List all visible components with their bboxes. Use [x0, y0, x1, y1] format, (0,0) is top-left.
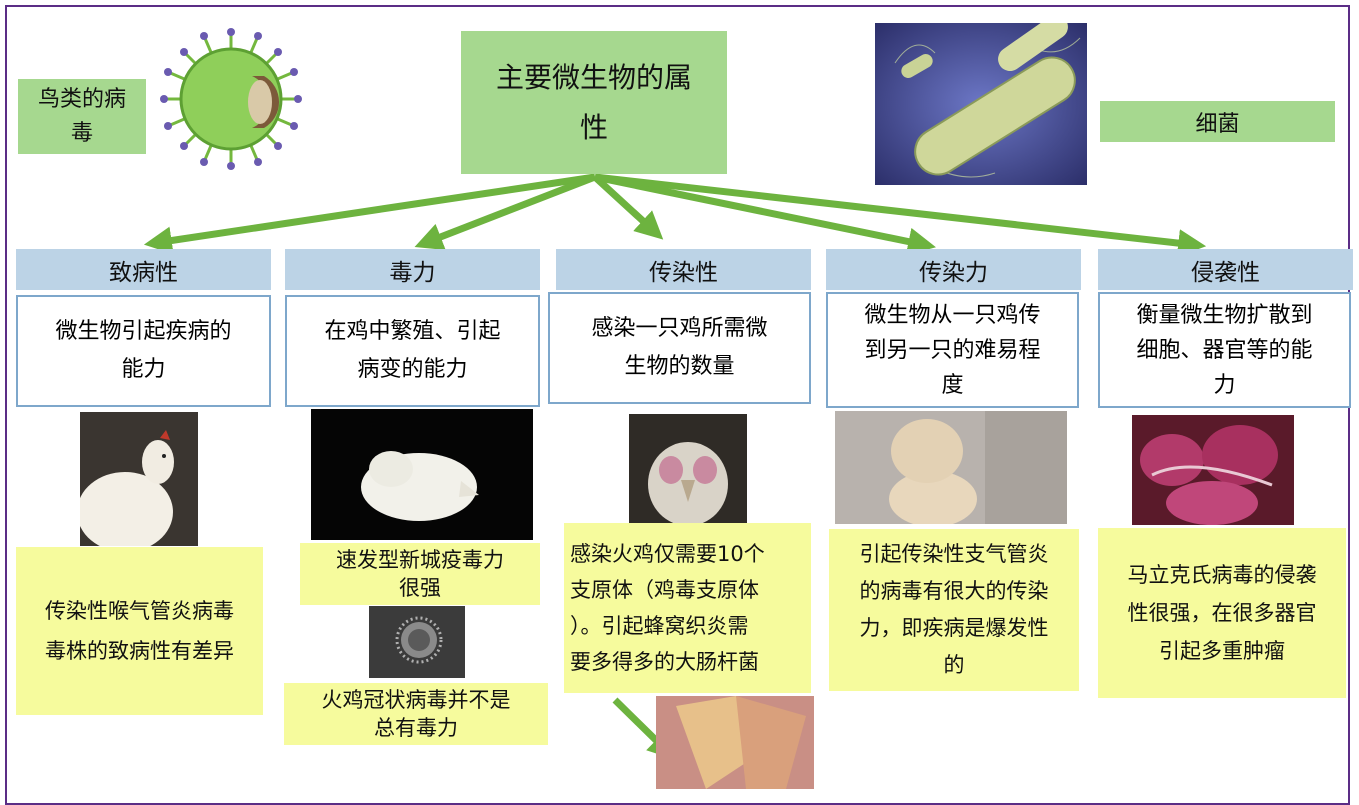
bacteria-label: 细菌: [1100, 101, 1335, 142]
cellulitis-photo: [656, 696, 814, 789]
chicken-photo-1: [80, 412, 198, 546]
col5-header: 侵袭性: [1098, 249, 1353, 290]
col3-description: 感染一只鸡所需微 生物的数量: [548, 292, 811, 404]
col2-header: 毒力: [285, 249, 540, 290]
note-infectivity: 感染火鸡仅需要10个 支原体（鸡毒支原体 ）。引起蜂窝织炎需 要多得多的大肠杆菌: [564, 523, 811, 693]
bacteria-image: [875, 23, 1087, 185]
col5-description: 衡量微生物扩散到 细胞、器官等的能 力: [1098, 292, 1351, 408]
tumor-photo: [1132, 415, 1294, 525]
col2-description: 在鸡中繁殖、引起 病变的能力: [285, 295, 540, 407]
page-title: 主要微生物的属 性: [461, 31, 727, 174]
note-contagiousness: 引起传染性支气管炎 的病毒有很大的传染 力，即疾病是爆发性 的: [829, 529, 1079, 691]
note-ndv-virulence: 速发型新城疫毒力 很强: [300, 543, 540, 605]
note-invasiveness: 马立克氏病毒的侵袭 性很强，在很多器官 引起多重肿瘤: [1098, 528, 1346, 698]
col1-description: 微生物引起疾病的 能力: [16, 295, 271, 407]
col4-description: 微生物从一只鸡传 到另一只的难易程 度: [826, 292, 1079, 408]
note-coronavirus: 火鸡冠状病毒并不是 总有毒力: [284, 683, 548, 745]
col3-header: 传染性: [556, 249, 811, 290]
turkey-photo: [629, 414, 747, 524]
embryo-photo: [835, 411, 1067, 524]
virus-label: 鸟类的病 毒: [18, 79, 146, 154]
sick-chick-photo: [311, 409, 533, 540]
col4-header: 传染力: [826, 249, 1081, 290]
coronavirus-micrograph: [369, 606, 465, 678]
col1-header: 致病性: [16, 249, 271, 290]
virus-image: [160, 28, 302, 170]
note-pathogenicity: 传染性喉气管炎病毒 毒株的致病性有差异: [16, 547, 263, 715]
